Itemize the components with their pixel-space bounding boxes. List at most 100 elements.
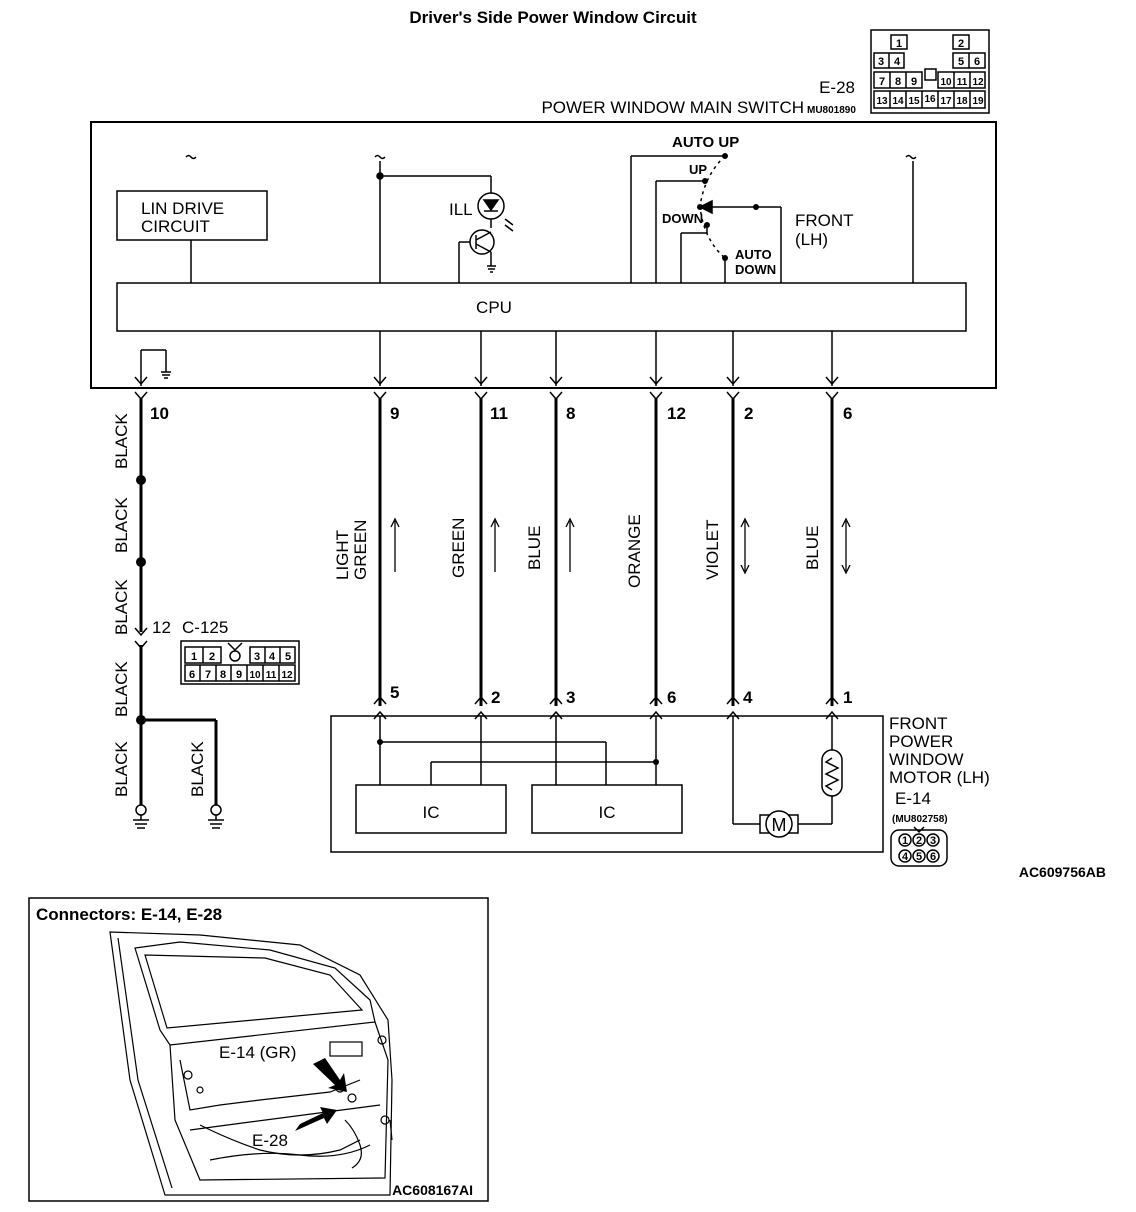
c125-connector-face xyxy=(180,640,300,685)
cpu-label: CPU xyxy=(476,298,512,317)
e14-cavity: 6 xyxy=(930,851,936,863)
pin-number: 4 xyxy=(743,688,753,707)
e28-cavity: 7 xyxy=(879,76,885,88)
c125-cavity: 12 xyxy=(281,670,293,681)
e14-cavity: 1 xyxy=(902,835,908,847)
e28-cavity: 5 xyxy=(958,56,964,68)
e28-cavity: 11 xyxy=(957,77,968,88)
pin-number: 10 xyxy=(150,404,169,423)
c125-cavity: 5 xyxy=(285,651,291,663)
c125-id: C-125 xyxy=(182,618,228,637)
c125-cavity: 1 xyxy=(191,651,197,663)
pin-number: 8 xyxy=(566,404,575,423)
front-label: FRONT xyxy=(795,211,854,230)
e28-cavity: 8 xyxy=(895,76,901,88)
inset-title: Connectors: E-14, E-28 xyxy=(36,905,222,924)
e28-cavity: 3 xyxy=(878,56,884,68)
wire-color-label: VIOLET xyxy=(703,520,722,580)
inset-e14-label: E-14 (GR) xyxy=(219,1043,296,1062)
e28-cavity: 13 xyxy=(876,96,888,107)
lin-drive-label: CIRCUIT xyxy=(141,217,210,236)
motor-name: FRONT xyxy=(889,714,948,733)
front-label: (LH) xyxy=(795,230,828,249)
down-label: DOWN xyxy=(662,211,703,226)
e28-cavity: 14 xyxy=(892,96,904,107)
ill-label: ILL xyxy=(449,200,473,219)
pin-number: 2 xyxy=(491,688,500,707)
motor-name: WINDOW xyxy=(889,750,964,769)
pin-number: 3 xyxy=(566,688,575,707)
auto-down-label: DOWN xyxy=(735,262,776,277)
e28-cavity: 10 xyxy=(940,77,952,88)
e28-cavity: 9 xyxy=(911,76,917,88)
wire-color-label: GREEN xyxy=(449,518,468,578)
e28-cavity: 1 xyxy=(896,38,902,50)
e28-cavity: 15 xyxy=(908,96,920,107)
wire-color-label: BLACK xyxy=(188,741,207,797)
c125-cavity: 9 xyxy=(236,669,242,681)
e14-cavity: 5 xyxy=(916,851,922,863)
e28-cavity: 2 xyxy=(958,38,964,50)
pin-number: 11 xyxy=(490,404,508,423)
c125-cavity: 3 xyxy=(254,651,260,663)
c125-cavity: 6 xyxy=(189,669,195,681)
pin-number: 1 xyxy=(843,688,852,707)
e28-cavity: 19 xyxy=(972,96,984,107)
pin-number: 5 xyxy=(390,683,399,702)
wire-color-label: BLACK xyxy=(112,579,131,635)
wire-color-label: GREEN xyxy=(351,520,370,580)
window-motor xyxy=(759,810,799,838)
wire-color-label: BLUE xyxy=(525,526,544,570)
c125-cavity: 8 xyxy=(220,669,226,681)
wire-color-label: BLACK xyxy=(112,497,131,553)
front-power-window-motor-box xyxy=(330,715,884,853)
c125-cavity: 10 xyxy=(249,670,261,681)
motor-name: MOTOR (LH) xyxy=(889,768,990,787)
pin-number: 6 xyxy=(667,688,676,707)
lin-drive-circuit-block xyxy=(116,190,268,241)
wire-color-label: BLACK xyxy=(112,741,131,797)
inset-e28-label: E-28 xyxy=(252,1131,288,1150)
e14-connector-id: E-14 xyxy=(895,789,931,808)
auto-up-label: AUTO UP xyxy=(672,134,739,151)
e14-cavity: 3 xyxy=(930,835,936,847)
wire-color-label: BLACK xyxy=(112,413,131,469)
e28-cavity: 12 xyxy=(972,77,984,88)
ic-label: IC xyxy=(423,803,440,822)
wire-color-label: ORANGE xyxy=(625,514,644,588)
diagram-title: Driver's Side Power Window Circuit xyxy=(409,8,697,27)
e28-connector-face xyxy=(870,29,990,114)
pin-number: 12 xyxy=(667,404,686,423)
pin-number: 2 xyxy=(744,404,753,423)
cpu-block xyxy=(116,282,967,332)
pin-number: 6 xyxy=(843,404,852,423)
pin-number: 9 xyxy=(390,404,399,423)
c125-cavity: 2 xyxy=(209,651,215,663)
ic-label: IC xyxy=(599,803,616,822)
switch-name: POWER WINDOW MAIN SWITCH xyxy=(541,98,804,117)
wire-color-label: LIGHT xyxy=(333,530,352,580)
thermistor xyxy=(821,749,843,797)
inset-code: AC608167AI xyxy=(392,1182,473,1198)
power-window-main-switch-box xyxy=(90,121,997,389)
connector-location-inset xyxy=(28,897,489,1202)
motor-name: POWER xyxy=(889,732,953,751)
motor-part-number: (MU802758) xyxy=(892,814,948,825)
e28-cavity: 17 xyxy=(940,96,952,107)
harness-wires xyxy=(139,398,834,806)
e14-cavity: 4 xyxy=(902,851,909,863)
e28-cavity: 6 xyxy=(974,56,980,68)
e28-connector-id: E-28 xyxy=(819,78,855,97)
ic-block xyxy=(531,784,683,834)
auto-down-label: AUTO xyxy=(735,247,772,262)
door-illustration xyxy=(109,931,393,1196)
wire-color-label: BLUE xyxy=(803,526,822,570)
wire-color-label: BLACK xyxy=(112,661,131,717)
ic-block xyxy=(355,784,507,834)
up-label: UP xyxy=(689,162,707,177)
switch-part-number: MU801890 xyxy=(807,105,856,116)
diagram-code: AC609756AB xyxy=(1019,864,1106,880)
c125-pin: 12 xyxy=(152,618,171,637)
